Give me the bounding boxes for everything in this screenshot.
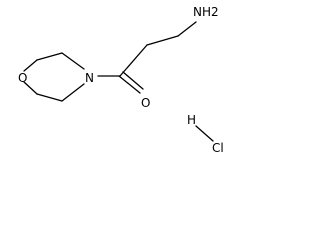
bond-h-cl [195, 125, 214, 142]
atom-label-salt-h: H [187, 113, 196, 127]
atom-label-nh2: NH2 [193, 5, 219, 19]
atom-label-ring-oxygen: O [18, 71, 27, 85]
bond-ch2-nh2 [177, 21, 197, 37]
atom-label-carbonyl-oxygen: O [141, 96, 150, 110]
bond-ring-c4-n [61, 83, 85, 102]
bond-ring-c2-o [23, 59, 38, 72]
bond-ring-c1-c2 [36, 52, 63, 61]
bond-ring-n-c1 [61, 52, 85, 70]
bond-carbonyl-c-double-1 [118, 75, 141, 94]
structure-diagram: NH2 O N O H Cl [18, 5, 224, 154]
bond-carbonyl-c-ch2 [119, 44, 148, 77]
bond-ch2-ch2 [146, 35, 179, 46]
bond-ring-c3-c4 [36, 93, 63, 102]
atom-label-ring-nitrogen: N [85, 71, 94, 85]
bond-ring-o-c3 [23, 81, 38, 95]
bond-carbonyl-c-double-2 [122, 71, 144, 90]
atom-label-salt-cl: Cl [212, 141, 224, 154]
